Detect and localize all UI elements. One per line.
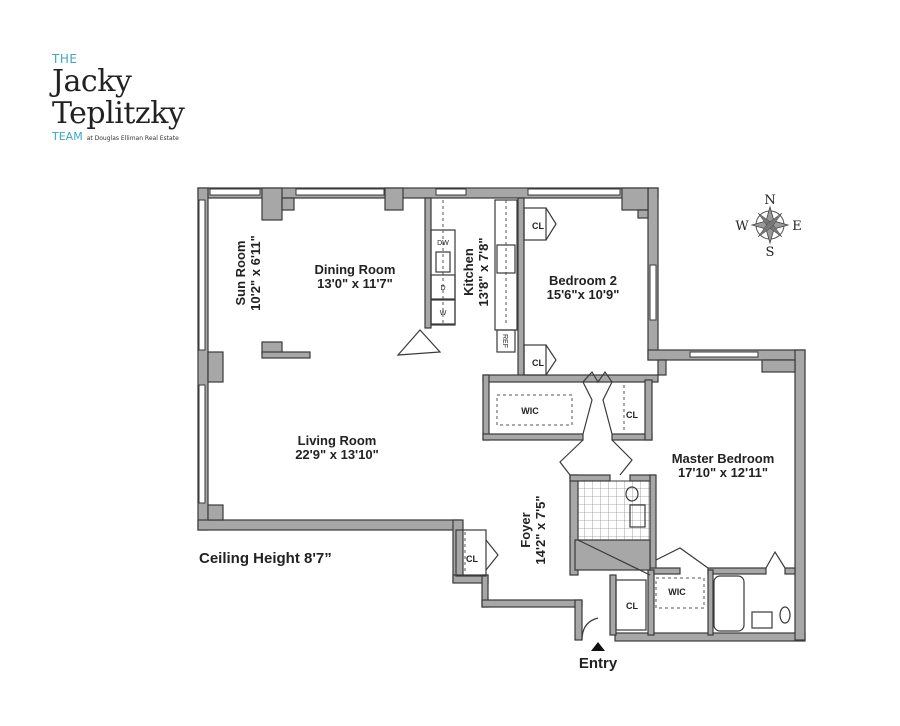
kitchen-size: 13'8" x 7'8": [476, 237, 491, 306]
kitchen-fixtures: DW D W REF: [396, 199, 518, 356]
compass-south: S: [766, 245, 775, 260]
toilet: [625, 486, 639, 502]
dryer-label: D: [440, 285, 445, 292]
windows: [198, 188, 759, 504]
refrigerator-label: REF: [501, 334, 508, 348]
walls: [197, 187, 806, 642]
ceiling-height: Ceiling Height 8'7”: [199, 550, 332, 567]
walk-in-closet-label: WIC: [521, 406, 539, 416]
dining-room-name: Dining Room: [315, 262, 396, 277]
walk-in-closet-label: WIC: [668, 587, 686, 597]
kitchen-name: Kitchen: [461, 248, 476, 296]
dining-room-size: 13'0" x 11'7": [317, 276, 393, 291]
closet-label: CL: [466, 554, 478, 564]
master-bedroom-name: Master Bedroom: [672, 451, 775, 466]
logo-line2: Teplitzky: [52, 96, 185, 131]
logo-team-word: TEAM: [52, 130, 83, 143]
sun-room-name: Sun Room: [233, 241, 248, 306]
living-room-size: 22'9" x 13'10": [295, 447, 379, 462]
living-room-name: Living Room: [298, 433, 377, 448]
logo-subtitle: at Douglas Elliman Real Estate: [86, 135, 179, 142]
master-bedroom-size: 17'10" x 12'11": [678, 465, 768, 480]
bathroom-floor: [577, 480, 651, 541]
foyer-size: 14'2" x 7'5": [533, 495, 548, 564]
closet-label: CL: [532, 221, 544, 231]
compass-north: N: [764, 193, 775, 208]
entry-label: Entry: [579, 655, 618, 672]
closets: [455, 207, 791, 641]
washer-label: W: [440, 310, 447, 317]
entry-arrow-icon: [591, 642, 605, 651]
logo-line1: Jacky: [52, 64, 132, 99]
sun-room-size: 10'2" x 6'11": [248, 235, 263, 311]
compass-east: E: [792, 219, 802, 234]
compass-west: W: [735, 219, 749, 234]
dishwasher-label: DW: [437, 240, 449, 247]
closet-label: CL: [626, 601, 638, 611]
closet-label: CL: [626, 410, 638, 420]
compass-rose-icon: N S E W: [735, 193, 801, 260]
shower-line: [577, 539, 651, 576]
bedroom2-name: Bedroom 2: [549, 273, 617, 288]
logo-the: THE: [52, 52, 78, 66]
bedroom2-size: 15'6"x 10'9": [547, 287, 620, 302]
bath-vanity: [629, 504, 646, 528]
foyer-name: Foyer: [518, 512, 533, 547]
closet-label: CL: [532, 358, 544, 368]
